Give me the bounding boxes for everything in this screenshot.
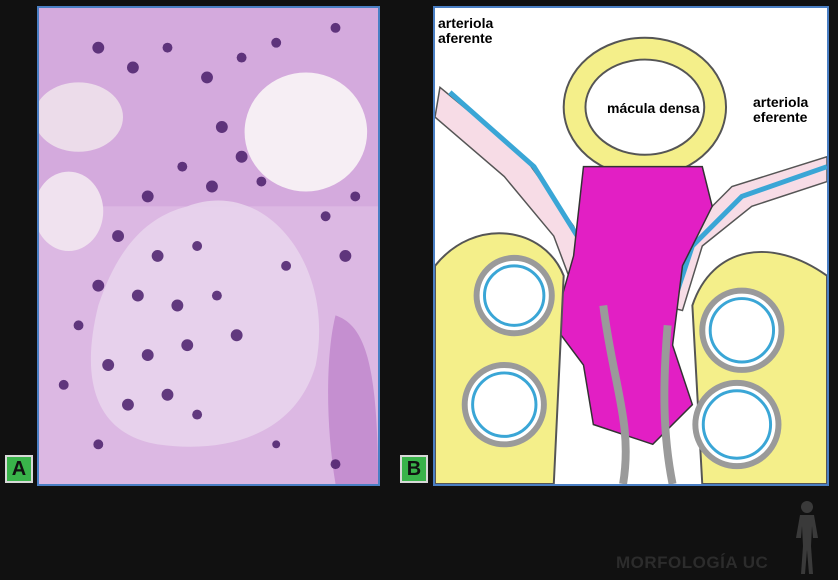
macula-densa-label: mácula densa bbox=[607, 100, 700, 116]
panel-a-tag: A bbox=[5, 455, 33, 483]
human-figure-icon bbox=[796, 501, 818, 574]
panel-b-tag: B bbox=[400, 455, 428, 483]
micrograph-panel bbox=[37, 6, 380, 486]
juxtaglomerular-diagram bbox=[435, 8, 827, 484]
efferent-arteriole-label: arteriola eferente bbox=[753, 94, 809, 125]
schematic-panel bbox=[433, 6, 829, 486]
afferent-arteriole-label: arteriola aferente bbox=[438, 15, 494, 46]
micrograph-image bbox=[39, 8, 378, 484]
brand-watermark: MORFOLOGÍA UC bbox=[616, 553, 769, 572]
